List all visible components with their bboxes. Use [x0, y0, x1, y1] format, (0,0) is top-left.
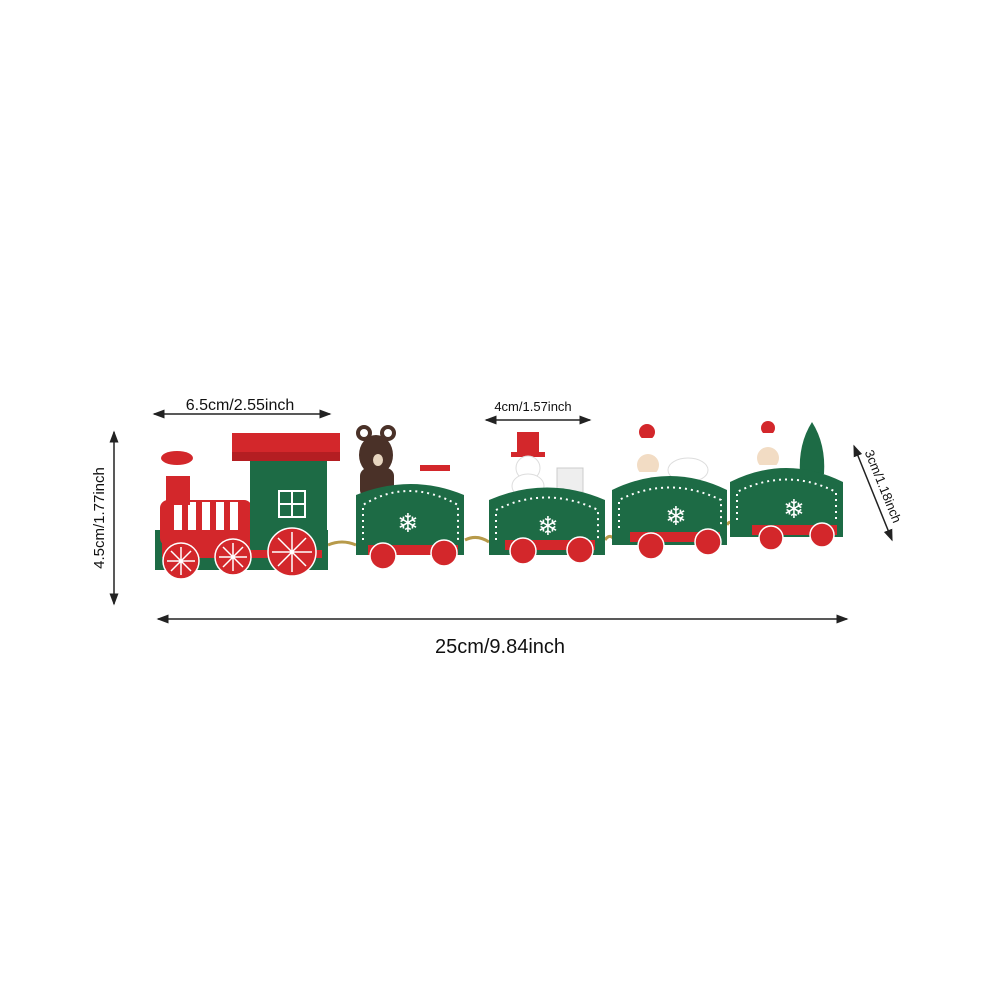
train-car-2: ❄ — [489, 432, 605, 565]
car-width-label: 3cm/1.18inch — [862, 448, 905, 525]
svg-text:❄: ❄ — [783, 495, 805, 525]
tree-figure — [799, 422, 825, 474]
svg-text:❄: ❄ — [665, 502, 687, 532]
train-car-4: ❄ — [730, 421, 843, 551]
svg-text:❄: ❄ — [397, 509, 419, 539]
train-car-3: ❄ — [612, 424, 727, 560]
total-length-label: 25cm/9.84inch — [435, 636, 565, 658]
height-label: 4.5cm/1.77inch — [91, 467, 108, 569]
car-width-arrow — [853, 444, 893, 542]
cab-window — [278, 490, 306, 518]
train-car-1: ❄ — [356, 425, 464, 570]
locomotive-wheels — [162, 527, 317, 580]
locomotive — [155, 433, 340, 580]
figure-santa — [637, 454, 659, 476]
car-length-label: 4cm/1.57inch — [494, 399, 571, 414]
locomotive-length-label: 6.5cm/2.55inch — [186, 397, 295, 414]
figure-santa — [757, 447, 779, 469]
svg-text:❄: ❄ — [537, 512, 559, 542]
